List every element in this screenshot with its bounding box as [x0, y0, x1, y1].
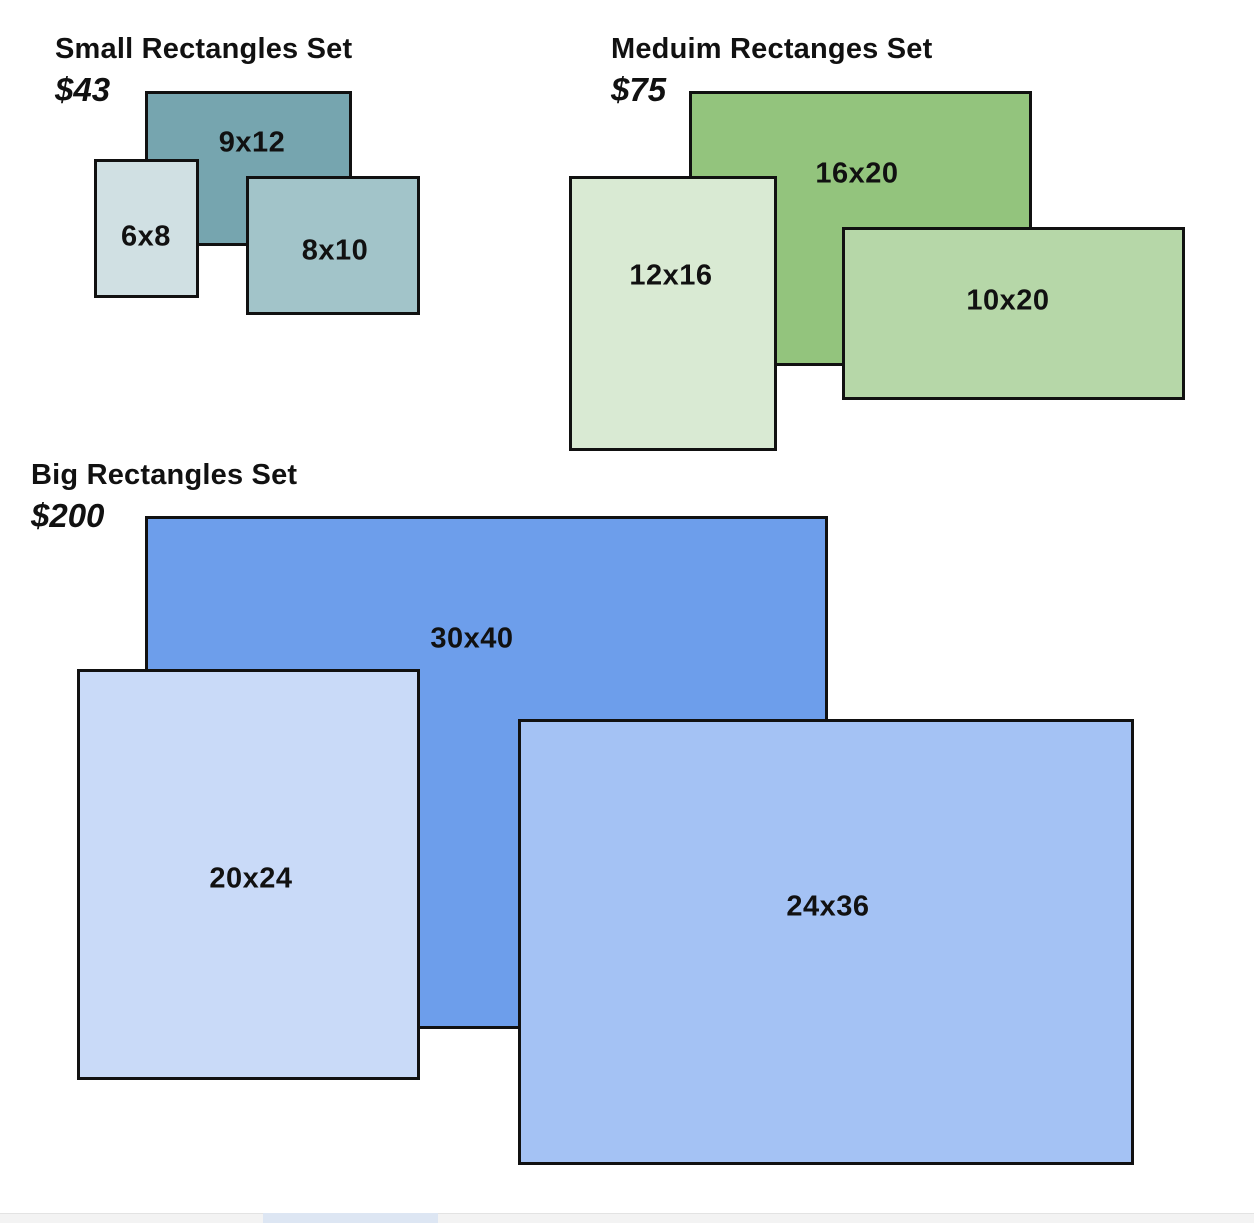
rect-6x8	[94, 159, 199, 298]
rect-16x20-label: 16x20	[815, 157, 899, 190]
big-set-price: $200	[31, 497, 105, 534]
bottom-scroll-strip	[0, 1213, 1254, 1223]
rect-20x24-label: 20x24	[209, 862, 293, 895]
rect-9x12-label: 9x12	[218, 126, 286, 159]
rect-20x24	[77, 669, 420, 1080]
rect-30x40-label: 30x40	[430, 622, 514, 655]
rect-10x20-label: 10x20	[966, 284, 1050, 317]
rect-8x10	[246, 176, 420, 315]
rect-12x16	[569, 176, 777, 451]
rect-24x36	[518, 719, 1134, 1165]
medium-set-title: Meduim Rectanges Set	[611, 33, 933, 65]
rect-24x36-label: 24x36	[786, 890, 870, 923]
rect-8x10-label: 8x10	[301, 234, 369, 267]
bottom-scroll-thumb[interactable]	[263, 1213, 438, 1223]
rect-10x20	[842, 227, 1185, 400]
small-set-title: Small Rectangles Set	[55, 33, 353, 65]
small-set-price: $43	[55, 71, 111, 108]
rect-6x8-label: 6x8	[121, 220, 171, 253]
medium-set-price: $75	[611, 71, 667, 108]
big-set-title: Big Rectangles Set	[31, 459, 298, 491]
rect-12x16-label: 12x16	[629, 259, 713, 292]
